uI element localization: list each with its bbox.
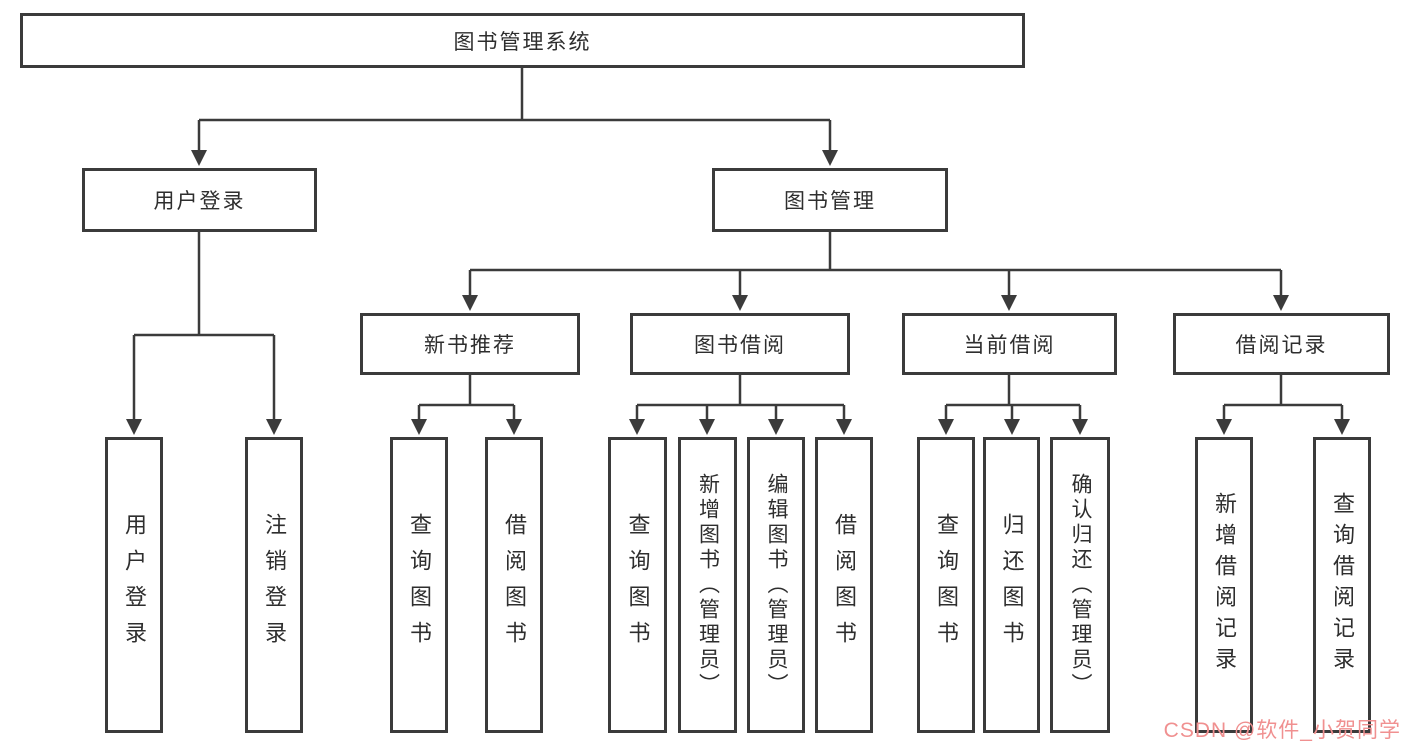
- connector-bookmgmt-to-level3: [468, 232, 1283, 297]
- node-new-book-recommend-label: 新书推荐: [424, 334, 516, 357]
- leaf-logout: 注销登录: [245, 437, 303, 733]
- leaf-add-books-admin: 新增图书（管理员）: [678, 437, 737, 733]
- leaf-query-books-1-label: 查询图书: [407, 513, 432, 657]
- leaf-borrow-books-1-label: 借阅图书: [502, 513, 527, 657]
- leaf-query-books-3-label: 查询图书: [934, 513, 959, 657]
- connector-currentborrow-to-leaves: [944, 375, 1082, 421]
- leaf-add-borrow-record: 新增借阅记录: [1195, 437, 1253, 733]
- leaf-confirm-return-admin-label: 确认归还（管理员）: [1069, 472, 1092, 698]
- node-book-borrow-label: 图书借阅: [694, 334, 786, 357]
- arrowheads-level2: [191, 150, 838, 166]
- node-root-library-system: 图书管理系统: [20, 13, 1025, 68]
- leaf-query-books-3: 查询图书: [917, 437, 975, 733]
- connector-newbook-to-leaves: [417, 375, 516, 421]
- leaf-return-books-label: 归还图书: [999, 513, 1025, 657]
- node-borrow-records-label: 借阅记录: [1235, 334, 1328, 357]
- leaf-query-books-2: 查询图书: [608, 437, 667, 733]
- node-book-management-label: 图书管理: [784, 190, 876, 213]
- leaf-query-borrow-record: 查询借阅记录: [1313, 437, 1371, 733]
- leaf-return-books: 归还图书: [983, 437, 1040, 733]
- arrowheads-bottom-leaves: [411, 419, 1350, 435]
- node-root-label: 图书管理系统: [453, 30, 592, 54]
- arrowheads-level3: [462, 295, 1289, 311]
- connector-userlogin-to-leaves: [132, 232, 276, 421]
- node-new-book-recommend: 新书推荐: [360, 313, 580, 375]
- leaf-user-login-label: 用户登录: [122, 513, 147, 657]
- leaf-borrow-books-2-label: 借阅图书: [832, 513, 857, 657]
- connector-bookborrow-to-leaves: [635, 375, 846, 421]
- leaf-query-borrow-record-label: 查询借阅记录: [1330, 492, 1355, 678]
- csdn-watermark: CSDN @软件_小贺同学: [1163, 719, 1401, 742]
- leaf-confirm-return-admin: 确认归还（管理员）: [1050, 437, 1110, 733]
- arrowheads-userlogin-leaves: [126, 419, 282, 435]
- connector-records-to-leaves: [1222, 375, 1344, 421]
- leaf-edit-books-admin: 编辑图书（管理员）: [747, 437, 805, 733]
- leaf-user-login: 用户登录: [105, 437, 163, 733]
- node-user-login-group: 用户登录: [82, 168, 317, 232]
- node-current-borrow: 当前借阅: [902, 313, 1117, 375]
- node-borrow-records: 借阅记录: [1173, 313, 1390, 375]
- leaf-logout-label: 注销登录: [262, 513, 287, 657]
- leaf-borrow-books-2: 借阅图书: [815, 437, 873, 733]
- leaf-add-borrow-record-label: 新增借阅记录: [1212, 492, 1237, 678]
- leaf-add-books-admin-label: 新增图书（管理员）: [696, 472, 720, 698]
- connector-root-to-level2: [197, 68, 832, 152]
- leaf-borrow-books-1: 借阅图书: [485, 437, 543, 733]
- node-book-borrow: 图书借阅: [630, 313, 850, 375]
- leaf-query-books-1: 查询图书: [390, 437, 448, 733]
- leaf-edit-books-admin-label: 编辑图书（管理员）: [765, 472, 788, 698]
- node-current-borrow-label: 当前借阅: [963, 334, 1056, 357]
- node-book-management: 图书管理: [712, 168, 948, 232]
- node-user-login-group-label: 用户登录: [153, 190, 246, 213]
- leaf-query-books-2-label: 查询图书: [625, 513, 651, 657]
